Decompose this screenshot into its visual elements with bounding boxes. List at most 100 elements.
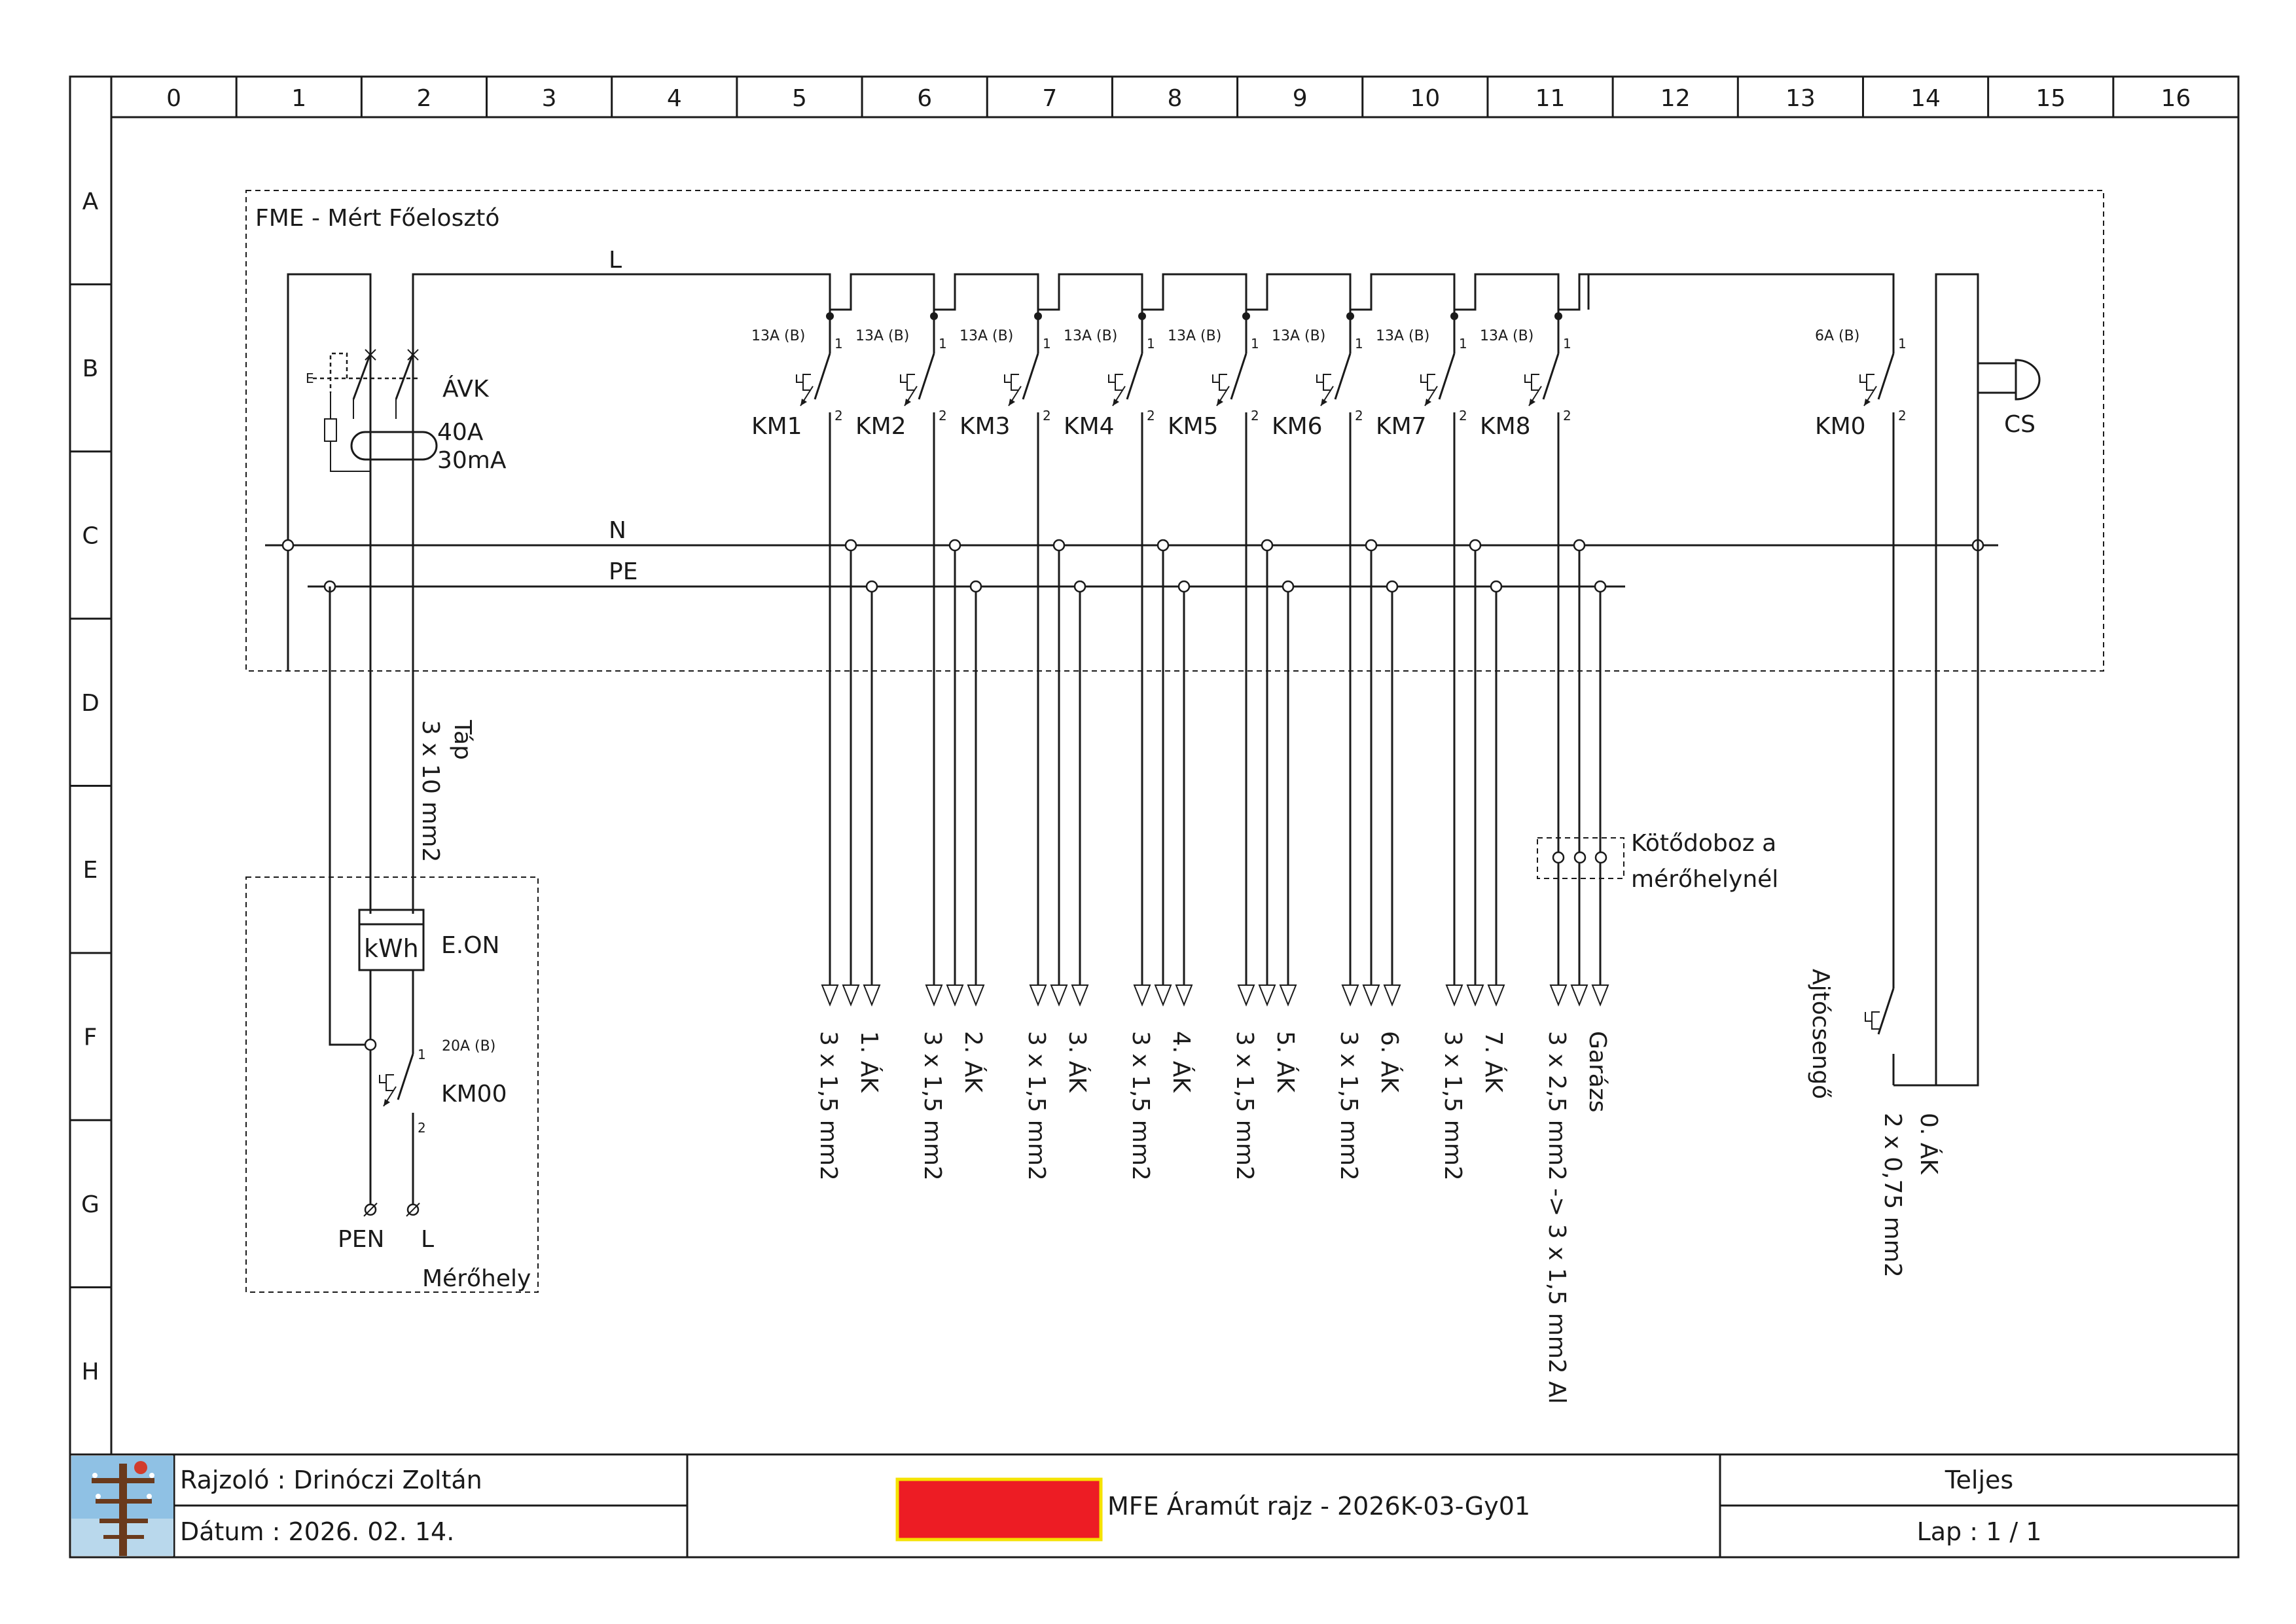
bus-l-jumper	[1558, 273, 1590, 311]
n-bus-node	[948, 539, 961, 552]
breaker-name: KM5	[1168, 413, 1219, 440]
breaker-rating: 13A (B)	[1272, 328, 1325, 344]
n-bus-node	[1573, 539, 1586, 552]
breaker-name: KM3	[960, 413, 1011, 440]
circuit-7: 7. ÁK3 x 1,5 mm2	[1439, 539, 1507, 1181]
column-label: 1	[291, 85, 306, 112]
breaker-pin-out: 2	[939, 408, 947, 424]
breaker-pin-in: 1	[1563, 336, 1571, 352]
pe-bus-node	[865, 580, 878, 593]
output-arrow	[1466, 984, 1484, 1007]
output-arrow	[1362, 984, 1380, 1007]
redaction-box	[895, 1477, 1103, 1542]
circuit-cable: 3 x 1,5 mm2	[1335, 1031, 1362, 1181]
column-label: 12	[1660, 85, 1691, 112]
output-arrow	[925, 984, 943, 1007]
rcd-sensitivity: 30mA	[437, 447, 507, 474]
output-arrow	[1549, 984, 1568, 1007]
breaker-rating: 13A (B)	[1376, 328, 1429, 344]
output-arrow	[1237, 984, 1255, 1007]
column-label: 2	[416, 85, 431, 112]
row-label: E	[83, 857, 98, 884]
breaker-pin-out: 2	[834, 408, 843, 424]
breaker-pin-in: 1	[1355, 336, 1363, 352]
circuit-cable: 3 x 1,5 mm2	[919, 1031, 946, 1181]
circuit-cable: 3 x 2,5 mm2 -> 3 x 1,5 mm2 Al	[1543, 1031, 1570, 1404]
pe-bus-node	[1490, 580, 1503, 593]
circuit-6: 6. ÁK3 x 1,5 mm2	[1335, 539, 1403, 1181]
breaker-name: KM4	[1064, 413, 1115, 440]
rcd-name: ÁVK	[442, 375, 490, 403]
supply-label: Táp	[449, 719, 476, 760]
breaker-rating: 13A (B)	[1168, 328, 1221, 344]
column-label: 8	[1168, 85, 1183, 112]
rcd-current: 40A	[437, 419, 484, 446]
breaker-name: KM2	[855, 413, 906, 440]
row-label: A	[82, 189, 99, 215]
breaker-pin-in: 1	[1147, 336, 1155, 352]
junction-box-line-1: Kötődoboz a	[1631, 830, 1776, 857]
circuit-4: 4. ÁK3 x 1,5 mm2	[1127, 539, 1195, 1181]
circuit-cable: 3 x 1,5 mm2	[1127, 1031, 1154, 1181]
column-label: 5	[792, 85, 807, 112]
breaker-pin-out: 2	[1898, 408, 1907, 424]
output-arrow	[863, 984, 881, 1007]
n-bus-node	[1469, 539, 1482, 552]
bus-l-jumper	[934, 273, 1039, 311]
circuit-cable: 3 x 1,5 mm2	[1231, 1031, 1258, 1181]
circuit-cable: 3 x 1,5 mm2	[1023, 1031, 1050, 1181]
bus-l-jumper	[1246, 273, 1352, 311]
column-label: 6	[917, 85, 932, 112]
breaker-pin-in: 1	[1459, 336, 1467, 352]
breaker-km00: 20A (B) 1 2 KM00	[379, 1038, 507, 1204]
n-bus-node	[844, 539, 857, 552]
output-arrow	[967, 984, 985, 1007]
n-bus-node	[1052, 539, 1066, 552]
bell-cs: CS	[1935, 273, 2041, 1087]
breaker-rating: 13A (B)	[1064, 328, 1117, 344]
pen-split-node	[364, 1038, 377, 1051]
junction-box-line-2: mérőhelynél	[1631, 866, 1778, 893]
bus-l-jumper	[830, 273, 935, 311]
kwh-meter-label: kWh	[364, 934, 419, 963]
column-label: 11	[1535, 85, 1566, 112]
row-label: H	[81, 1358, 99, 1385]
output-arrow	[1154, 984, 1172, 1007]
breaker-name: KM6	[1272, 413, 1323, 440]
breaker-pin-in: 1	[1898, 336, 1907, 352]
output-arrow	[1071, 984, 1089, 1007]
bus-l-doorbell-feed	[1588, 273, 1895, 310]
drawer-label: Rajzoló : Drinóczi Zoltán	[180, 1466, 482, 1494]
supply-cable-label: 3 x 10 mm2	[417, 720, 444, 862]
bus-l-jumper	[1142, 273, 1247, 311]
breaker-pin-in: 1	[1251, 336, 1259, 352]
circuit-1: 1. ÁK3 x 1,5 mm2	[815, 539, 883, 1181]
breaker-pin-out: 2	[1043, 408, 1051, 424]
breaker-rating: 6A (B)	[1815, 328, 1859, 344]
column-label: 15	[2036, 85, 2066, 112]
drawing-status: Teljes	[1945, 1466, 2013, 1494]
kwh-meter: kWh E.ON	[358, 909, 499, 971]
breaker-km4: 13A (B) 1 2 KM4	[1064, 310, 1155, 985]
output-arrow	[1341, 984, 1359, 1007]
pe-bus-node	[1073, 580, 1086, 593]
sheet-number: Lap : 1 / 1	[1917, 1517, 2042, 1546]
breaker-pin-out: 2	[1147, 408, 1155, 424]
circuit-cable: 3 x 1,5 mm2	[1439, 1031, 1466, 1181]
breaker-pin-out: 2	[1251, 408, 1259, 424]
row-label: F	[84, 1024, 98, 1051]
terminal-l-label: L	[421, 1226, 434, 1253]
meter-provider: E.ON	[441, 932, 499, 959]
sheet-border	[69, 75, 2240, 1559]
row-label: D	[81, 690, 99, 717]
title-block: Rajzoló : Drinóczi Zoltán Dátum : 2026. …	[71, 1454, 2238, 1557]
